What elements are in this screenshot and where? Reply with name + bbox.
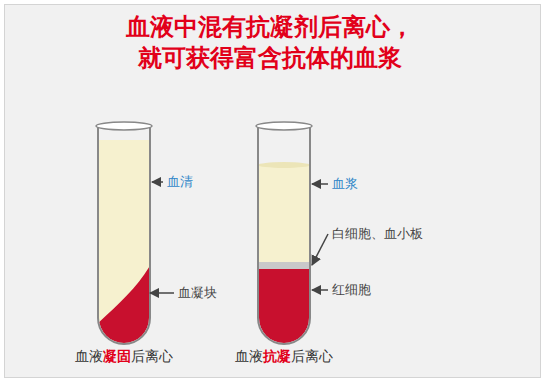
leader-arrow [312,289,328,291]
leader-arrow [312,234,328,265]
caption-text: 血液 [75,348,103,364]
highlight-word: 抗凝 [263,348,291,364]
part-label: 白细胞、血小板 [332,225,423,243]
caption-text: 后离心 [131,348,173,364]
title: 血液中混有抗凝剂后离心， 就可获得富含抗体的血浆 [60,12,480,74]
caption-line: 血液凝固后离心 [75,348,173,366]
highlight-word: 凝固 [103,348,131,364]
leader-arrow [150,292,174,294]
caption-line: 血液抗凝后离心 [235,348,333,366]
leader-arrow [312,183,328,185]
part-label: 血浆 [332,175,358,193]
part-label: 红细胞 [332,281,371,299]
part-label: 血凝块 [178,284,217,302]
caption-text: 后离心 [291,348,333,364]
caption-text: 血液 [235,348,263,364]
part-label: 血清 [167,173,193,191]
leader-arrow [152,181,163,183]
